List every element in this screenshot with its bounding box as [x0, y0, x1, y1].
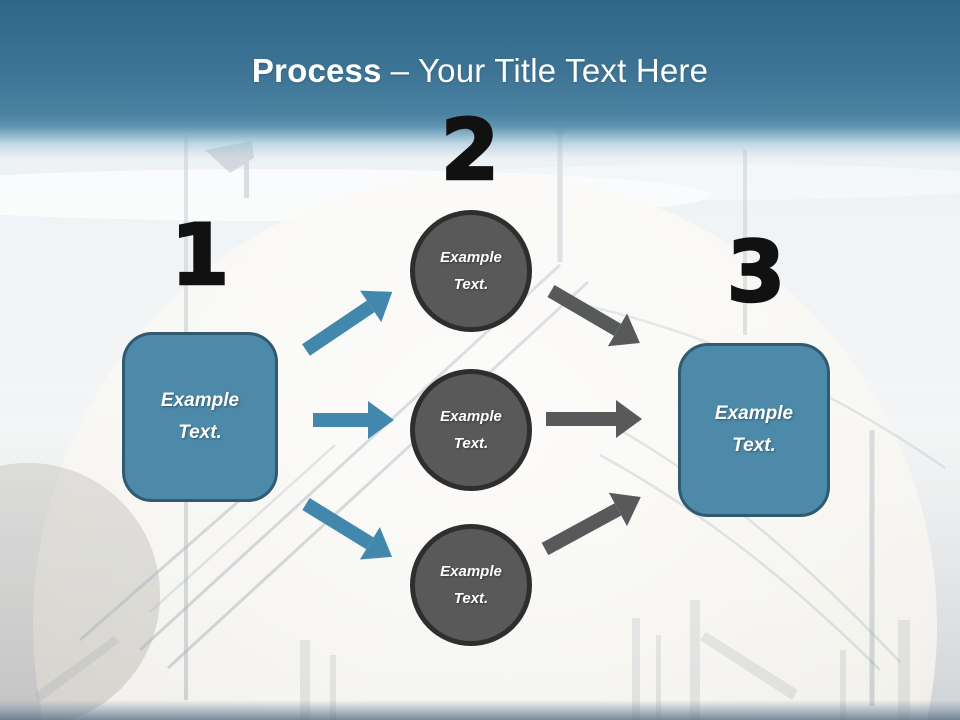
arrow-left-to-circle-2: [313, 413, 368, 427]
right-process-box: Example Text.: [678, 343, 830, 517]
process-circle-2: Example Text.: [410, 369, 532, 491]
footer-strip: [0, 700, 960, 720]
step-number-2: 2: [440, 101, 501, 199]
process-circle-3: Example Text.: [410, 524, 532, 646]
step-number-1: 1: [170, 206, 231, 304]
slide-title-rest: – Your Title Text Here: [390, 52, 709, 89]
arrow-circle-2-to-right: [546, 412, 616, 426]
step-number-3: 3: [726, 223, 787, 321]
slide-title: Process– Your Title Text Here: [0, 52, 960, 90]
process-circle-2-label: Example Text.: [440, 408, 502, 452]
left-process-box: Example Text.: [122, 332, 278, 502]
process-circle-3-label: Example Text.: [440, 563, 502, 607]
header-band: [0, 0, 960, 158]
right-process-box-label: Example Text.: [714, 402, 794, 456]
process-circle-1-label: Example Text.: [440, 249, 502, 293]
left-process-box-label: Example Text.: [160, 389, 240, 443]
process-circle-1: Example Text.: [410, 210, 532, 332]
slide-title-emphasis: Process: [251, 52, 382, 89]
